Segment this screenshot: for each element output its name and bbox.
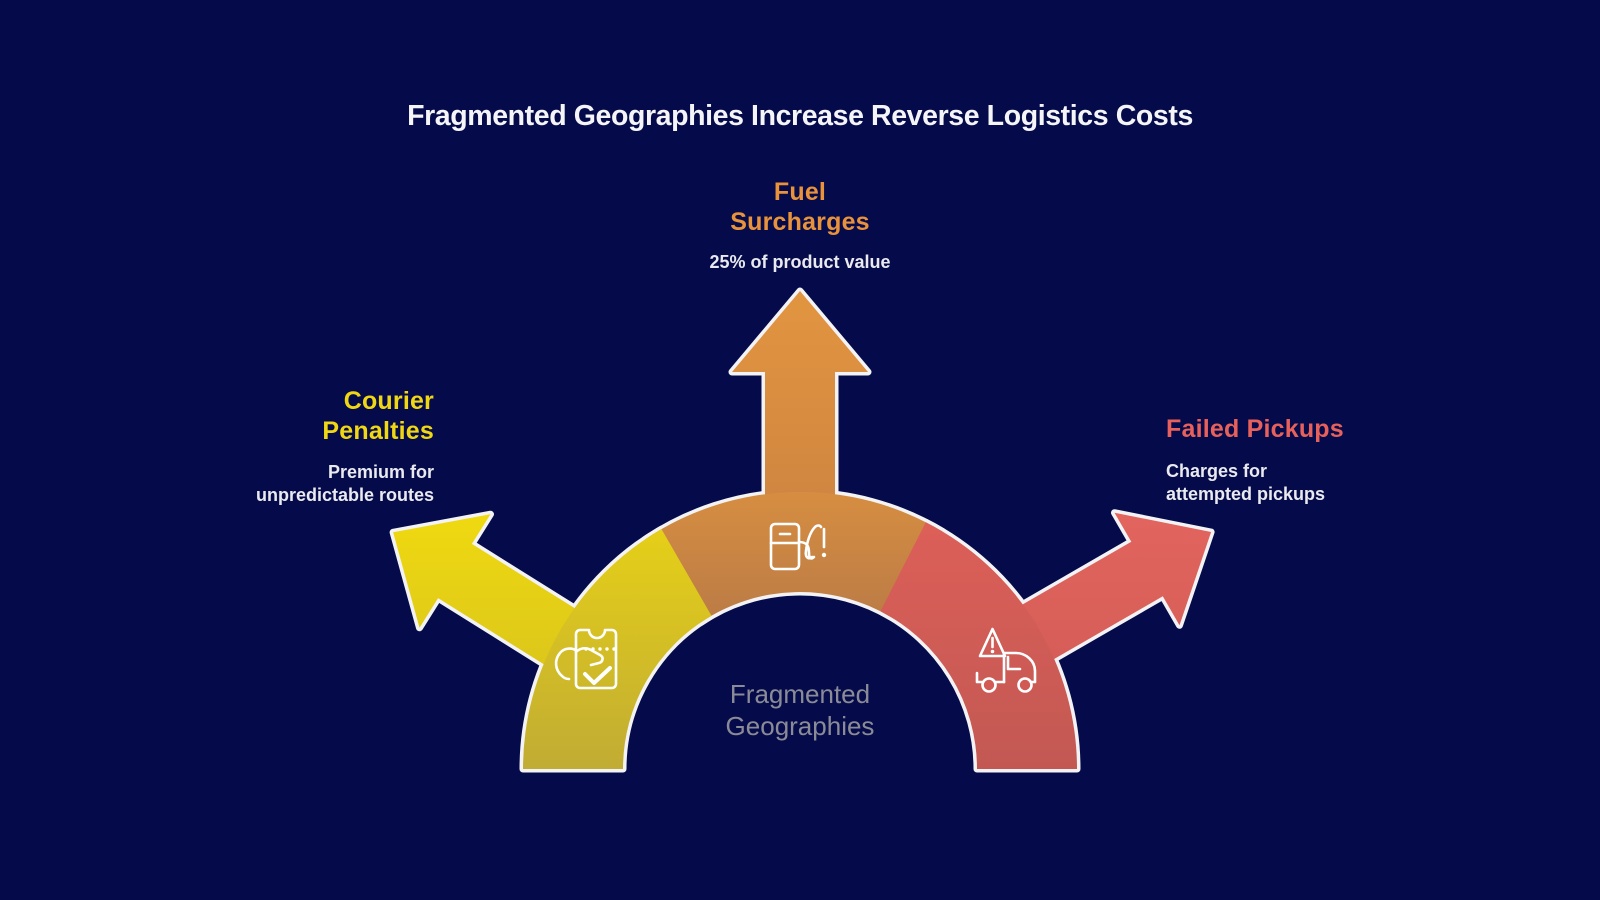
center-label: Fragmented Geographies <box>725 679 875 741</box>
failed-pickups-label: Failed Pickups <box>1166 415 1344 443</box>
fuel-surcharges-label: Fuel Surcharges <box>730 178 870 236</box>
segment-icons <box>554 522 1037 693</box>
arch-segment-fuel <box>645 492 943 623</box>
fuel-pump-warning-icon <box>769 522 827 571</box>
page-title: Fragmented Geographies Increase Reverse … <box>407 100 1193 132</box>
failed-pickups-detail: Charges for attempted pickups <box>1166 461 1326 504</box>
truck-warning-icon <box>975 627 1037 693</box>
courier-penalties-detail: Premium for unpredictable routes <box>255 462 434 505</box>
fuel-surcharges-detail: 25% of product value <box>709 252 891 272</box>
courier-penalties-label: Courier Penalties <box>322 387 434 445</box>
arch-segment-failed <box>880 522 1077 769</box>
ticket-in-hand-icon <box>554 628 618 690</box>
